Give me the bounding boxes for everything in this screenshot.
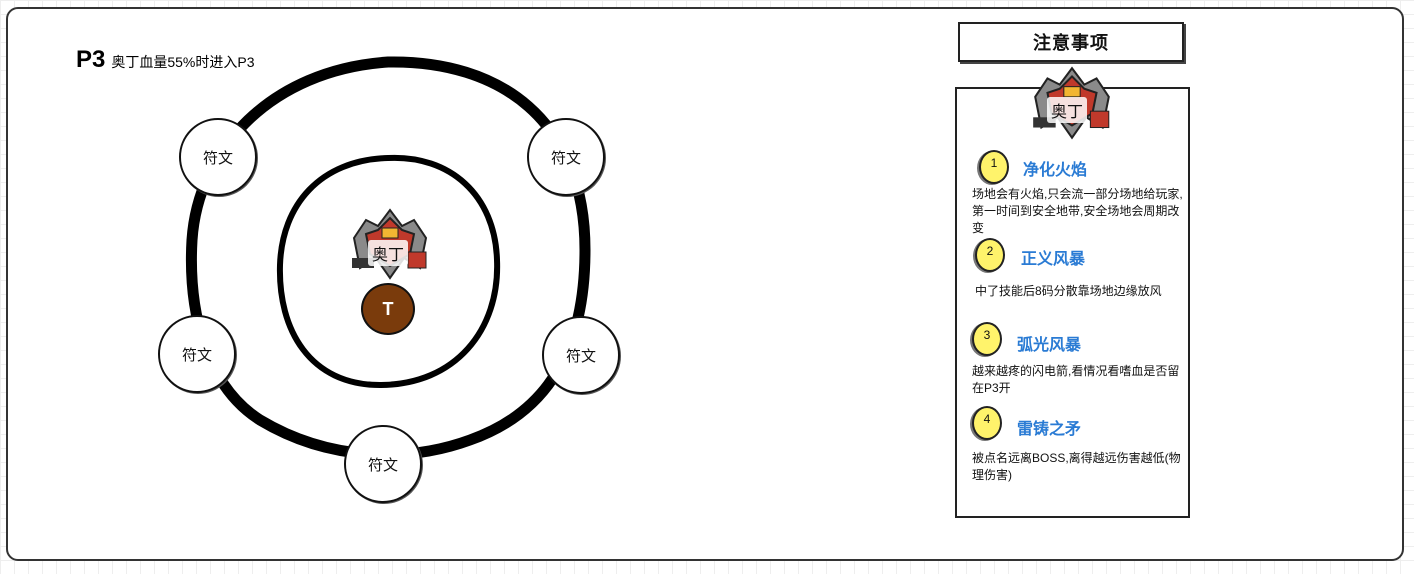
note-badge-4: 4 — [972, 406, 1002, 440]
note-desc-1: 场地会有火焰,只会流一部分场地给玩家,第一时间到安全地带,安全场地会周期改变 — [972, 187, 1183, 235]
boss-label: 奥丁 — [368, 240, 409, 266]
rune-mid-left: 符文 — [158, 315, 236, 393]
note-desc-3: 越来越疼的闪电箭,看情况看嗜血是否留在P3开 — [972, 364, 1180, 395]
note-title-4: 雷铸之矛 — [1017, 421, 1082, 438]
note-title-2: 正义风暴 — [1021, 251, 1086, 268]
phase-header: P3 奥丁血量55%时进入P3 — [76, 46, 255, 74]
rune-top-right: 符文 — [527, 118, 605, 196]
note-title-1: 净化火焰 — [1023, 162, 1088, 179]
rune-top-left: 符文 — [179, 118, 257, 196]
notes-title: 注意事项 — [958, 22, 1184, 62]
note-desc-4: 被点名远离BOSS,离得越远伤害越低(物理伤害) — [972, 451, 1181, 482]
inner-ring — [276, 154, 501, 389]
rune-bottom: 符文 — [344, 425, 422, 503]
note-badge-2: 2 — [975, 238, 1005, 272]
note-badge-3: 3 — [972, 322, 1002, 356]
notes-boss-label: 奥丁 — [1047, 97, 1088, 123]
phase-note: 奥丁血量55%时进入P3 — [111, 54, 255, 70]
rune-mid-right: 符文 — [542, 316, 620, 394]
note-title-3: 弧光风暴 — [1017, 337, 1082, 354]
note-badge-1: 1 — [979, 150, 1009, 184]
tank-marker: T — [361, 283, 415, 335]
phase-code: P3 — [76, 46, 106, 73]
note-desc-2: 中了技能后8码分散靠场地边缘放风 — [975, 284, 1162, 298]
